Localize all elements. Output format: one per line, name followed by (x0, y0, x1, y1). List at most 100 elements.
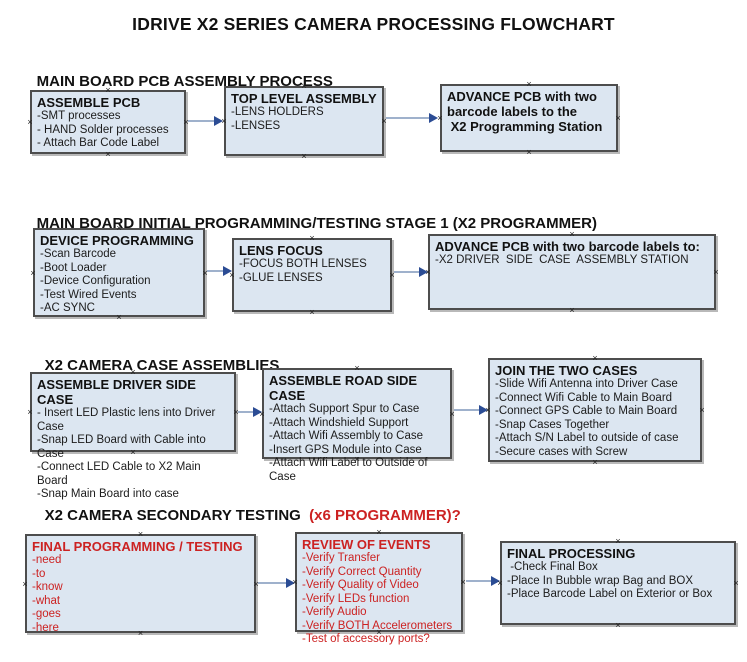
box-item: -Attach Windshield Support (269, 416, 409, 429)
box-item: -Verify Quality of Video (302, 579, 419, 591)
connection-point-icon: × (105, 149, 111, 159)
flow-arrow (454, 404, 488, 416)
connection-point-icon: × (22, 578, 28, 589)
flow-arrow (238, 406, 262, 418)
box-title: ASSEMBLE PCB (37, 95, 141, 110)
connection-point-icon: × (116, 312, 122, 322)
connection-point-icon: × (27, 117, 33, 127)
flow-box-final-processing: × × × × FINAL PROCESSING -Check Final Bo… (497, 536, 738, 630)
connection-point-icon: × (381, 116, 387, 126)
flow-arrow (466, 575, 500, 587)
connection-point-icon: × (137, 529, 144, 539)
connection-point-icon: × (354, 363, 360, 373)
flow-box-advance-pcb-programming-station: × × × × ADVANCE PCB with two barcode lab… (437, 79, 620, 157)
box-title: DEVICE PROGRAMMING (40, 233, 194, 248)
flow-arrow (386, 112, 438, 124)
flow-box-top-level-assembly: × × × × TOP LEVEL ASSEMBLY -LENS HOLDERS… (221, 81, 386, 161)
box-item: - Insert LED Plastic lens into Driver Ca… (37, 407, 219, 433)
connection-point-icon: × (253, 578, 259, 589)
flow-box-review-of-events: × × × × REVIEW OF EVENTS -Verify Transfe… (292, 527, 465, 645)
box-item: -X2 DRIVER SIDE CASE ASSEMBLY STATION (435, 254, 689, 266)
section-heading-text: X2 CAMERA SECONDARY TESTING (44, 507, 301, 524)
connection-point-icon: × (460, 577, 466, 587)
connection-point-icon: × (137, 628, 144, 638)
flow-box-final-programming-testing: × × × × FINAL PROGRAMMING / TESTING -nee… (22, 529, 258, 638)
box-title: ASSEMBLE DRIVER SIDE CASE (37, 377, 200, 407)
flow-arrow (188, 115, 223, 127)
box-item: -Verify Audio (302, 606, 367, 618)
box-item: -Snap Cases Together (495, 418, 610, 431)
connection-point-icon: × (592, 457, 598, 467)
flow-arrow (394, 266, 428, 278)
box-item: -Connect GPS Cable to Main Board (495, 405, 678, 417)
section-heading-red-text: (x6 PROGRAMMER)? (300, 507, 461, 524)
connection-point-icon: × (292, 577, 298, 587)
box-item: -Test of accessory ports? (302, 633, 430, 645)
box-item: -Place Barcode Label on Exterior or Box (507, 588, 713, 600)
box-title: TOP LEVEL ASSEMBLY (231, 91, 377, 106)
section-heading-pcb-assembly: MAIN BOARD PCB ASSEMBLY PROCESS (20, 56, 333, 107)
box-item: -need (32, 554, 62, 566)
box-item: -Verify Transfer (302, 552, 380, 564)
connection-point-icon: × (569, 229, 575, 239)
connection-point-icon: × (301, 81, 307, 91)
section-heading-initial-programming: MAIN BOARD INITIAL PROGRAMMING/TESTING S… (20, 198, 597, 249)
connection-point-icon: × (425, 267, 431, 277)
connection-point-icon: × (116, 223, 122, 233)
box-item: -Scan Barcode (40, 248, 117, 260)
box-title: ASSEMBLE ROAD SIDE CASE (269, 373, 421, 403)
connection-point-icon: × (130, 447, 136, 457)
box-item: -Verify BOTH Accelerometers (302, 619, 453, 632)
flow-box-assemble-road-side-case: × × × × ASSEMBLE ROAD SIDE CASE -Attach … (259, 363, 454, 483)
connection-point-icon: × (354, 454, 360, 464)
box-item: - Attach Bar Code Label (37, 137, 160, 149)
box-item: -FOCUS BOTH LENSES (239, 258, 367, 270)
page-title: IDRIVE X2 SERIES CAMERA PROCESSING FLOWC… (132, 14, 615, 34)
box-item: -SMT processes (37, 110, 121, 122)
section-heading-secondary-testing: X2 CAMERA SECONDARY TESTING (x6 PROGRAMM… (28, 490, 461, 541)
flow-box-lens-focus: × × × × LENS FOCUS -FOCUS BOTH LENSES -G… (229, 233, 394, 317)
connection-point-icon: × (592, 353, 598, 363)
box-item: -goes (32, 608, 61, 620)
box-item: -Attach Wifi Assembly to Case (269, 430, 424, 442)
section-heading-text: X2 CAMERA CASE ASSEMBLIES (44, 357, 280, 374)
connection-point-icon: × (485, 405, 491, 415)
box-item: -Snap LED Board with Cable into Case (37, 434, 209, 460)
box-title: LENS FOCUS (239, 243, 323, 258)
box-title: ADVANCE PCB with two barcode labels to: (435, 239, 700, 254)
connection-point-icon: × (221, 116, 227, 126)
connection-point-icon: × (202, 267, 208, 278)
box-item: -Attach Wifi Label to Outside of Case (269, 457, 431, 483)
box-title: FINAL PROGRAMMING / TESTING (32, 539, 243, 554)
flow-box-device-programming: × × × × DEVICE PROGRAMMING -Scan Barcode… (30, 223, 207, 322)
section-heading-case-assemblies: X2 CAMERA CASE ASSEMBLIES (28, 340, 280, 391)
connection-point-icon: × (376, 627, 382, 637)
connection-point-icon: × (301, 151, 307, 161)
box-item: -Device Configuration (40, 275, 151, 287)
box-item: -GLUE LENSES (239, 271, 323, 284)
connection-point-icon: × (615, 113, 621, 123)
connection-point-icon: × (233, 407, 239, 417)
box-item: - HAND Solder processes (37, 123, 169, 136)
connection-point-icon: × (733, 578, 739, 588)
box-item: -Place In Bubble wrap Bag and BOX (507, 574, 694, 587)
box-item: -AC SYNC (40, 302, 95, 314)
flow-box-advance-pcb-driver-side-station: × × × × ADVANCE PCB with two barcode lab… (425, 229, 718, 315)
connection-point-icon: × (259, 408, 265, 419)
section-heading-text: MAIN BOARD PCB ASSEMBLY PROCESS (36, 73, 333, 90)
connection-point-icon: × (105, 85, 111, 95)
connection-point-icon: × (569, 305, 575, 315)
box-item: -Boot Loader (40, 261, 107, 274)
connection-point-icon: × (449, 408, 455, 419)
connection-point-icon: × (229, 270, 235, 280)
box-item: -here (32, 621, 59, 634)
connection-point-icon: × (309, 307, 315, 317)
box-item: -Check Final Box (507, 561, 598, 573)
connection-point-icon: × (713, 267, 719, 277)
connection-point-icon: × (497, 578, 503, 588)
box-item: -Connect LED Cable to X2 Main Board (37, 461, 204, 487)
flow-arrow (207, 265, 232, 277)
box-item: -know (32, 581, 63, 593)
connection-point-icon: × (130, 367, 136, 377)
connection-point-icon: × (526, 147, 532, 157)
